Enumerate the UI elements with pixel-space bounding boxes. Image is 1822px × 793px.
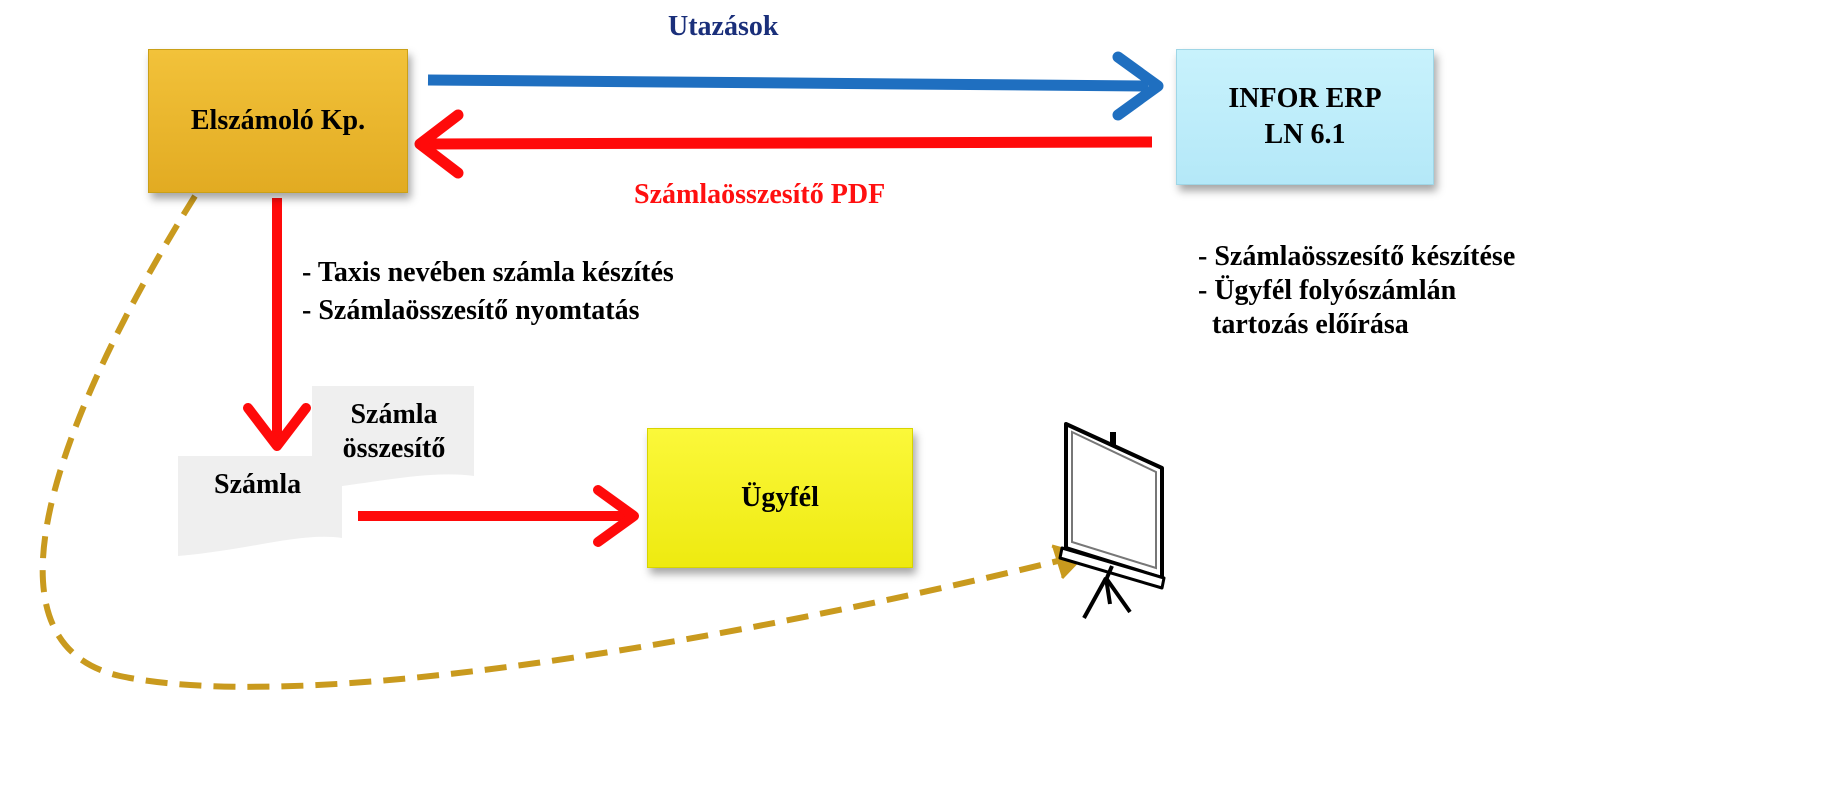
edge-pdf-label: Számlaösszesítő PDF bbox=[634, 179, 886, 210]
notes-right-line3: tartozás előírása bbox=[1198, 309, 1409, 340]
down-arrow bbox=[243, 198, 311, 451]
doc-osszesito-line2: összesítő bbox=[342, 433, 446, 464]
node-erp-line2: LN 6.1 bbox=[1264, 119, 1346, 150]
doc-szamla-label: Számla bbox=[214, 469, 302, 500]
node-erp-line1: INFOR ERP bbox=[1228, 83, 1382, 114]
document-osszesito-shape bbox=[312, 386, 474, 490]
to-ugyfel-arrow bbox=[358, 485, 639, 547]
doc-osszesito-line1: Számla bbox=[350, 399, 438, 430]
document-szamla-shape bbox=[178, 456, 342, 556]
utazasok-arrow bbox=[427, 51, 1164, 121]
doc-osszesito-label: Számla összesítő bbox=[334, 398, 454, 466]
node-elszamolo-label: Elszámoló Kp. bbox=[190, 105, 366, 136]
pdf-arrow bbox=[414, 109, 1153, 179]
notes-right: - Számlaösszesítő készítése - Ügyfél fol… bbox=[1198, 240, 1515, 342]
projector-screen-icon bbox=[1058, 422, 1166, 619]
node-elszamolo: Elszámoló Kp. bbox=[148, 49, 408, 193]
node-erp: INFOR ERP LN 6.1 bbox=[1176, 49, 1434, 185]
notes-right-line2: - Ügyfél folyószámlán bbox=[1198, 275, 1457, 306]
notes-left-line2: - Számlaösszesítő nyomtatás bbox=[302, 295, 640, 326]
notes-right-line1: - Számlaösszesítő készítése bbox=[1198, 241, 1516, 272]
node-ugyfel-label: Ügyfél bbox=[741, 482, 819, 513]
notes-left: - Taxis nevében számla készítés - Számla… bbox=[302, 256, 674, 328]
edge-utazasok-label: Utazások bbox=[668, 11, 779, 42]
notes-left-line1: - Taxis nevében számla készítés bbox=[302, 257, 674, 288]
node-ugyfel: Ügyfél bbox=[647, 428, 913, 568]
